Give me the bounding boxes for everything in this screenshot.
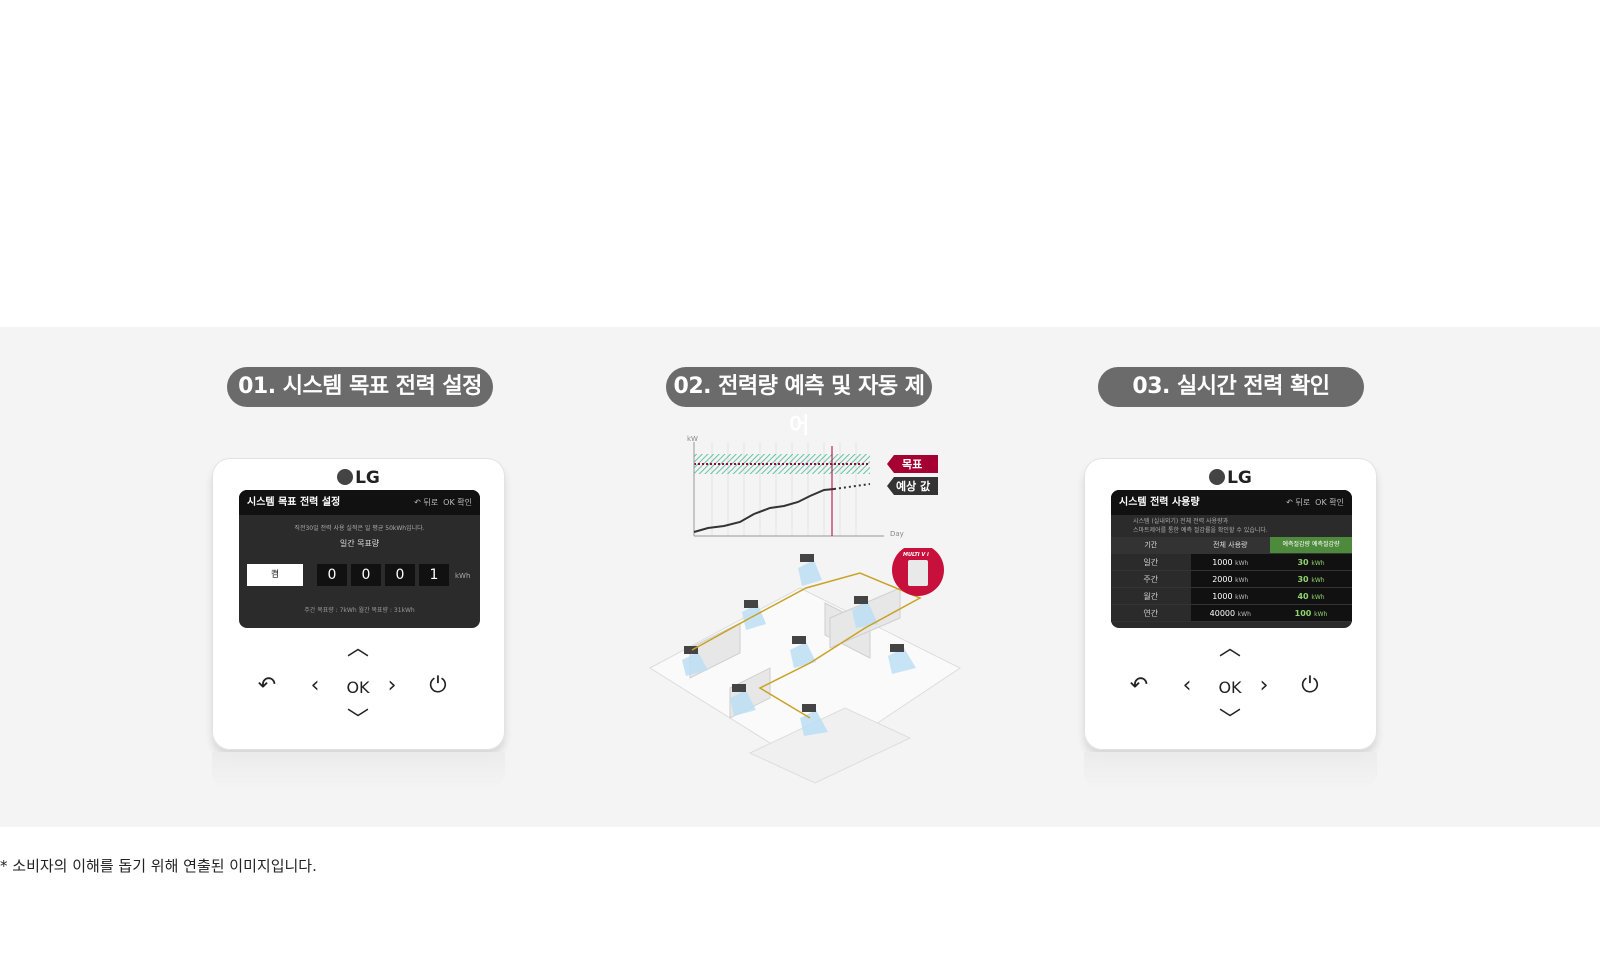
table-row: 주간 2000 kWh 30 kWh — [1111, 570, 1352, 588]
table-row: 월간 1000 kWh 40 kWh — [1111, 587, 1352, 605]
refrigerant-pipe — [691, 572, 922, 719]
forecast-line — [833, 483, 871, 490]
step-2-title: 02. 전력량 예측 및 자동 제어 — [666, 367, 932, 439]
indoor-units — [684, 554, 904, 712]
table-row: 연간 40000 kWh 100 kWh — [1111, 604, 1352, 622]
target-tag — [887, 455, 938, 473]
controller-reflection — [1084, 752, 1377, 790]
outdoor-unit-brand: MULTI V i — [903, 552, 929, 558]
lg-logo: LG — [1084, 468, 1377, 488]
office-building-illustration: MULTI V i — [649, 548, 961, 784]
digit[interactable]: 0 — [351, 564, 381, 586]
ok-button[interactable]: OK — [1218, 678, 1242, 697]
up-button[interactable]: ︿ — [346, 636, 369, 661]
lg-logo: LG — [212, 468, 505, 488]
disclaimer-footnote: * 소비자의 이해를 돕기 위해 연출된 이미지입니다. — [0, 857, 317, 875]
down-button[interactable]: ﹀ — [1218, 708, 1241, 733]
controller-power-usage: LG 시스템 전력 사용량 ↶ 뒤로 OK 확인 시스템 (실내외기) 전체 전… — [1084, 458, 1377, 750]
screen-header: 시스템 전력 사용량 ↶ 뒤로 OK 확인 — [1111, 490, 1352, 515]
column-header: 예측절감량 예측절감량 — [1270, 537, 1352, 554]
screen-header: 시스템 목표 전력 설정 ↶ 뒤로 OK 확인 — [239, 490, 480, 515]
unit-selector[interactable]: 켬 — [247, 564, 303, 586]
right-button[interactable]: › — [387, 673, 397, 698]
power-button[interactable]: ⏻ — [1301, 673, 1319, 698]
usage-table: 기간 전체 사용량 예측절감량 예측절감량 일간 1000 kWh 30 kWh… — [1111, 537, 1352, 622]
digit[interactable]: 1 — [419, 564, 449, 586]
usage-description: 시스템 (실내외기) 전체 전력 사용량과 스마트제어를 통한 예측 절감률을 … — [1133, 518, 1268, 534]
screen-title: 시스템 전력 사용량 — [1119, 497, 1200, 508]
down-button[interactable]: ﹀ — [346, 708, 369, 733]
controller-screen: 시스템 전력 사용량 ↶ 뒤로 OK 확인 시스템 (실내외기) 전체 전력 사… — [1111, 490, 1352, 628]
power-button[interactable]: ⏻ — [429, 673, 447, 698]
controller-screen: 시스템 목표 전력 설정 ↶ 뒤로 OK 확인 직전30일 전력 사용 실적은 … — [239, 490, 480, 628]
chart-ylabel: kW — [687, 435, 698, 443]
controller-target-setting: LG 시스템 목표 전력 설정 ↶ 뒤로 OK 확인 직전30일 전력 사용 실… — [212, 458, 505, 750]
digit-unit: kWh — [455, 572, 471, 580]
step-1-title: 01. 시스템 목표 전력 설정 — [227, 367, 493, 407]
back-button[interactable]: ↶ — [1129, 673, 1149, 698]
daily-target-label: 일간 목표량 — [339, 539, 380, 548]
digit[interactable]: 0 — [317, 564, 347, 586]
table-row: 일간 1000 kWh 30 kWh — [1111, 553, 1352, 571]
controller-reflection — [212, 752, 505, 790]
forecast-tag — [887, 477, 938, 495]
left-button[interactable]: ‹ — [1182, 673, 1192, 698]
power-forecast-chart: kW Day 목표 예상 값 — [687, 435, 938, 538]
back-button[interactable]: ↶ — [257, 673, 277, 698]
target-tag-label: 목표 — [902, 458, 922, 471]
chart-xlabel: Day — [890, 530, 904, 538]
column-header: 기간 — [1111, 537, 1191, 554]
outdoor-unit-icon — [908, 560, 928, 586]
screen-nav: ↶ 뒤로 OK 확인 — [1286, 498, 1344, 507]
usage-note: 직전30일 전력 사용 실적은 일 평균 50kWh입니다. — [294, 525, 425, 532]
screen-nav: ↶ 뒤로 OK 확인 — [414, 498, 472, 507]
forecast-tag-label: 예상 값 — [896, 479, 930, 493]
column-header: 전체 사용량 — [1190, 537, 1271, 554]
cool-air-flows — [682, 560, 916, 736]
digit[interactable]: 0 — [385, 564, 415, 586]
up-button[interactable]: ︿ — [1218, 636, 1241, 661]
screen-title: 시스템 목표 전력 설정 — [247, 497, 341, 508]
right-button[interactable]: › — [1259, 673, 1269, 698]
ok-button[interactable]: OK — [346, 678, 370, 697]
step-3-title: 03. 실시간 전력 확인 — [1098, 367, 1364, 407]
weekly-monthly-target: 주간 목표량 : 7kWh 월간 목표량 : 31kWh — [304, 607, 415, 614]
actual-line — [693, 488, 835, 533]
left-button[interactable]: ‹ — [310, 673, 320, 698]
